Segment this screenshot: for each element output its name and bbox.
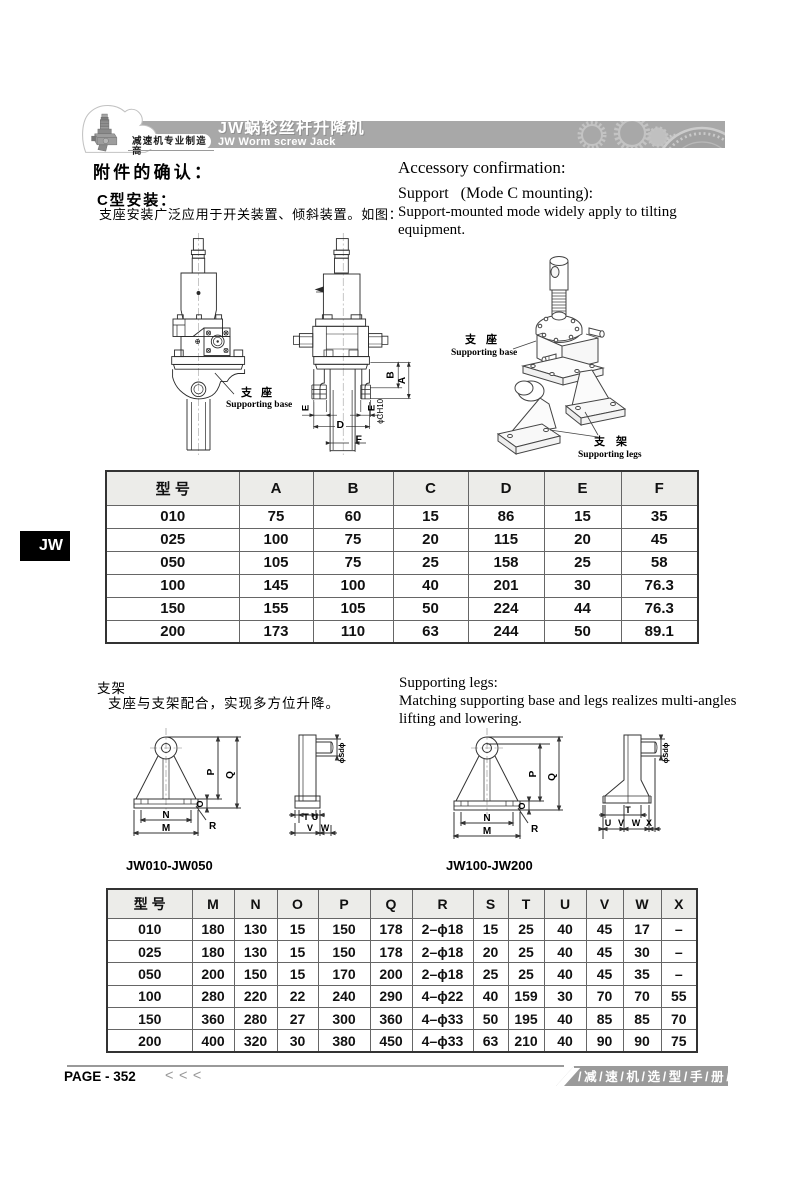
svg-text:V: V <box>618 818 624 828</box>
svg-text:P: P <box>528 770 539 777</box>
svg-text:ϕSdϕ: ϕSdϕ <box>337 742 346 763</box>
svg-text:W: W <box>632 818 641 828</box>
svg-text:T: T <box>303 812 309 822</box>
svg-text:D: D <box>337 419 345 431</box>
svg-text:E: E <box>301 405 312 411</box>
svg-text:Q: Q <box>225 771 236 779</box>
svg-text:R: R <box>531 824 539 835</box>
svg-text:X: X <box>646 818 652 828</box>
svg-text:M: M <box>483 826 491 837</box>
svg-text:R: R <box>209 821 217 832</box>
svg-text:W: W <box>321 823 330 833</box>
svg-text:Supporting base: Supporting base <box>226 400 292 410</box>
svg-text:支架: 支架 <box>593 434 638 448</box>
svg-text:V: V <box>307 823 313 833</box>
svg-text:P: P <box>206 768 217 775</box>
svg-text:M: M <box>162 823 170 834</box>
svg-text:ϕSdϕ: ϕSdϕ <box>661 742 670 763</box>
svg-text:支座: 支座 <box>464 332 507 346</box>
svg-text:Supporting legs: Supporting legs <box>578 450 642 460</box>
svg-text:支座: 支座 <box>240 385 281 399</box>
svg-text:O: O <box>195 800 205 807</box>
svg-text:E: E <box>367 405 378 411</box>
svg-text:N: N <box>162 810 169 821</box>
svg-text:O: O <box>517 802 527 809</box>
svg-text:N: N <box>483 813 490 824</box>
svg-text:T: T <box>625 805 631 815</box>
svg-text:U: U <box>312 812 319 822</box>
svg-text:Supporting base: Supporting base <box>451 348 517 358</box>
svg-text:B: B <box>386 371 397 378</box>
svg-text:F: F <box>356 434 363 446</box>
svg-text:ϕCH10: ϕCH10 <box>376 398 385 423</box>
svg-text:U: U <box>605 818 612 828</box>
svg-text:Q: Q <box>547 773 558 781</box>
svg-text:A: A <box>397 377 408 384</box>
